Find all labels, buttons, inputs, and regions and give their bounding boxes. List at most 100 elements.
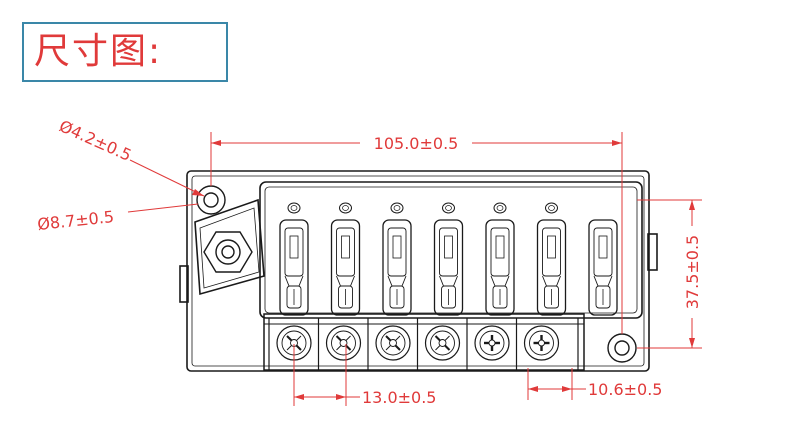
fuse-neck <box>593 275 613 287</box>
fuse-upper-contact <box>593 227 613 277</box>
housing-outline <box>186 170 650 372</box>
fuse-slot <box>382 219 412 316</box>
fuse-neck <box>542 275 561 287</box>
terminal-block <box>263 313 585 371</box>
fuse-slot-outline <box>588 219 618 316</box>
width-arrow-left <box>211 140 221 146</box>
terminal-block-outline <box>263 313 585 371</box>
led-ring <box>442 202 455 214</box>
fuse-upper-contact <box>542 227 561 277</box>
width-arrow-right <box>612 140 622 146</box>
fuse-upper-blade <box>392 235 402 259</box>
fuse-slot <box>588 219 618 316</box>
fuse-neck <box>439 275 458 287</box>
led-ring <box>493 202 507 214</box>
pitch-arrow-right <box>336 394 346 400</box>
fuse-slot-outline <box>382 219 412 316</box>
title-box: 尺寸图: <box>22 22 228 82</box>
led-center <box>445 205 452 211</box>
height-arrow-bottom <box>689 338 695 348</box>
led-indicator <box>493 202 507 214</box>
terminal <box>367 318 411 370</box>
led-center <box>342 205 349 211</box>
slot-center <box>438 339 447 347</box>
right-side-tab <box>647 233 658 271</box>
led-center <box>393 205 401 211</box>
led-ring <box>390 202 404 214</box>
terminal-screw-head <box>430 330 455 356</box>
led-indicator <box>339 202 352 214</box>
fuse-slot <box>330 219 361 316</box>
fuse-upper-blade <box>289 235 299 259</box>
fuse-lower-contact <box>286 285 302 309</box>
tw-arrow-left <box>528 386 538 392</box>
fuse-slot-outline <box>433 219 464 316</box>
terminal <box>416 318 461 370</box>
led-indicator <box>287 202 301 214</box>
fuse-slot-outline <box>330 219 361 316</box>
pitch-arrow-left <box>294 394 304 400</box>
fuse-neck <box>387 275 407 287</box>
terminal <box>268 318 312 370</box>
fuse-upper-blade <box>341 235 350 259</box>
fuse-slot <box>485 219 515 316</box>
terminal <box>466 318 510 370</box>
fuse-neck <box>284 275 304 287</box>
led-center <box>496 205 504 211</box>
fuse-slot-outline <box>279 219 309 316</box>
height-arrow-top <box>689 200 695 210</box>
hole-inner-leader <box>129 159 205 197</box>
housing <box>179 170 658 372</box>
led-indicator <box>545 202 558 214</box>
led-ring <box>339 202 352 214</box>
led-ring <box>287 202 301 214</box>
terminal-screw-head <box>529 330 554 356</box>
terminal <box>317 318 362 370</box>
slot-center <box>339 339 348 347</box>
tw-arrow-right <box>562 386 572 392</box>
fuse-neck <box>336 275 355 287</box>
fuse-lower-contact <box>595 285 611 309</box>
fuse-slots <box>279 219 618 316</box>
height-label: 37.5±0.5 <box>683 235 702 309</box>
fuse-upper-blade <box>547 235 556 259</box>
led-indicators <box>287 202 558 214</box>
terminal-screw-outer <box>523 325 560 361</box>
cover-frame <box>259 181 643 319</box>
mounting-hole-bottom-right <box>607 333 637 363</box>
led-center <box>290 205 298 211</box>
terminal-screw-head <box>331 330 356 356</box>
fuse-slot-outline <box>536 219 567 316</box>
fuse-upper-blade <box>495 235 505 259</box>
fuse-upper-contact <box>336 227 355 277</box>
hole-outer-leader <box>127 203 199 213</box>
fuse-upper-blade <box>598 235 608 259</box>
cross-slot-center <box>538 339 545 347</box>
hole-inner-arrow <box>192 189 204 196</box>
left-side-tab <box>179 265 189 303</box>
fuse-lower-contact <box>441 285 456 309</box>
terminal-screw-head <box>380 330 406 356</box>
width-total-label: 105.0±0.5 <box>374 134 459 153</box>
fuse-neck <box>490 275 510 287</box>
fuse-slot <box>279 219 309 316</box>
fuse-lower-contact <box>544 285 559 309</box>
fuse-slot <box>536 219 567 316</box>
terminal <box>515 318 560 370</box>
fuse-lower-contact <box>492 285 508 309</box>
hole-inner-diameter-label: Ø4.2±0.5 <box>56 116 134 165</box>
dimension-lines <box>127 132 702 406</box>
ground-stud <box>194 198 265 296</box>
led-ring <box>545 202 558 214</box>
fuse-upper-blade <box>444 235 453 259</box>
fuse-lower-contact <box>389 285 405 309</box>
cover-frame-inner <box>264 186 638 314</box>
terminal-screw-outer <box>474 325 510 361</box>
hole-outer-diameter-label: Ø8.7±0.5 <box>36 207 114 234</box>
slot-center <box>389 339 397 347</box>
fuse-slot <box>433 219 464 316</box>
terminal-screw-head <box>479 330 505 356</box>
fuse-slot-outline <box>485 219 515 316</box>
led-indicator <box>442 202 455 214</box>
